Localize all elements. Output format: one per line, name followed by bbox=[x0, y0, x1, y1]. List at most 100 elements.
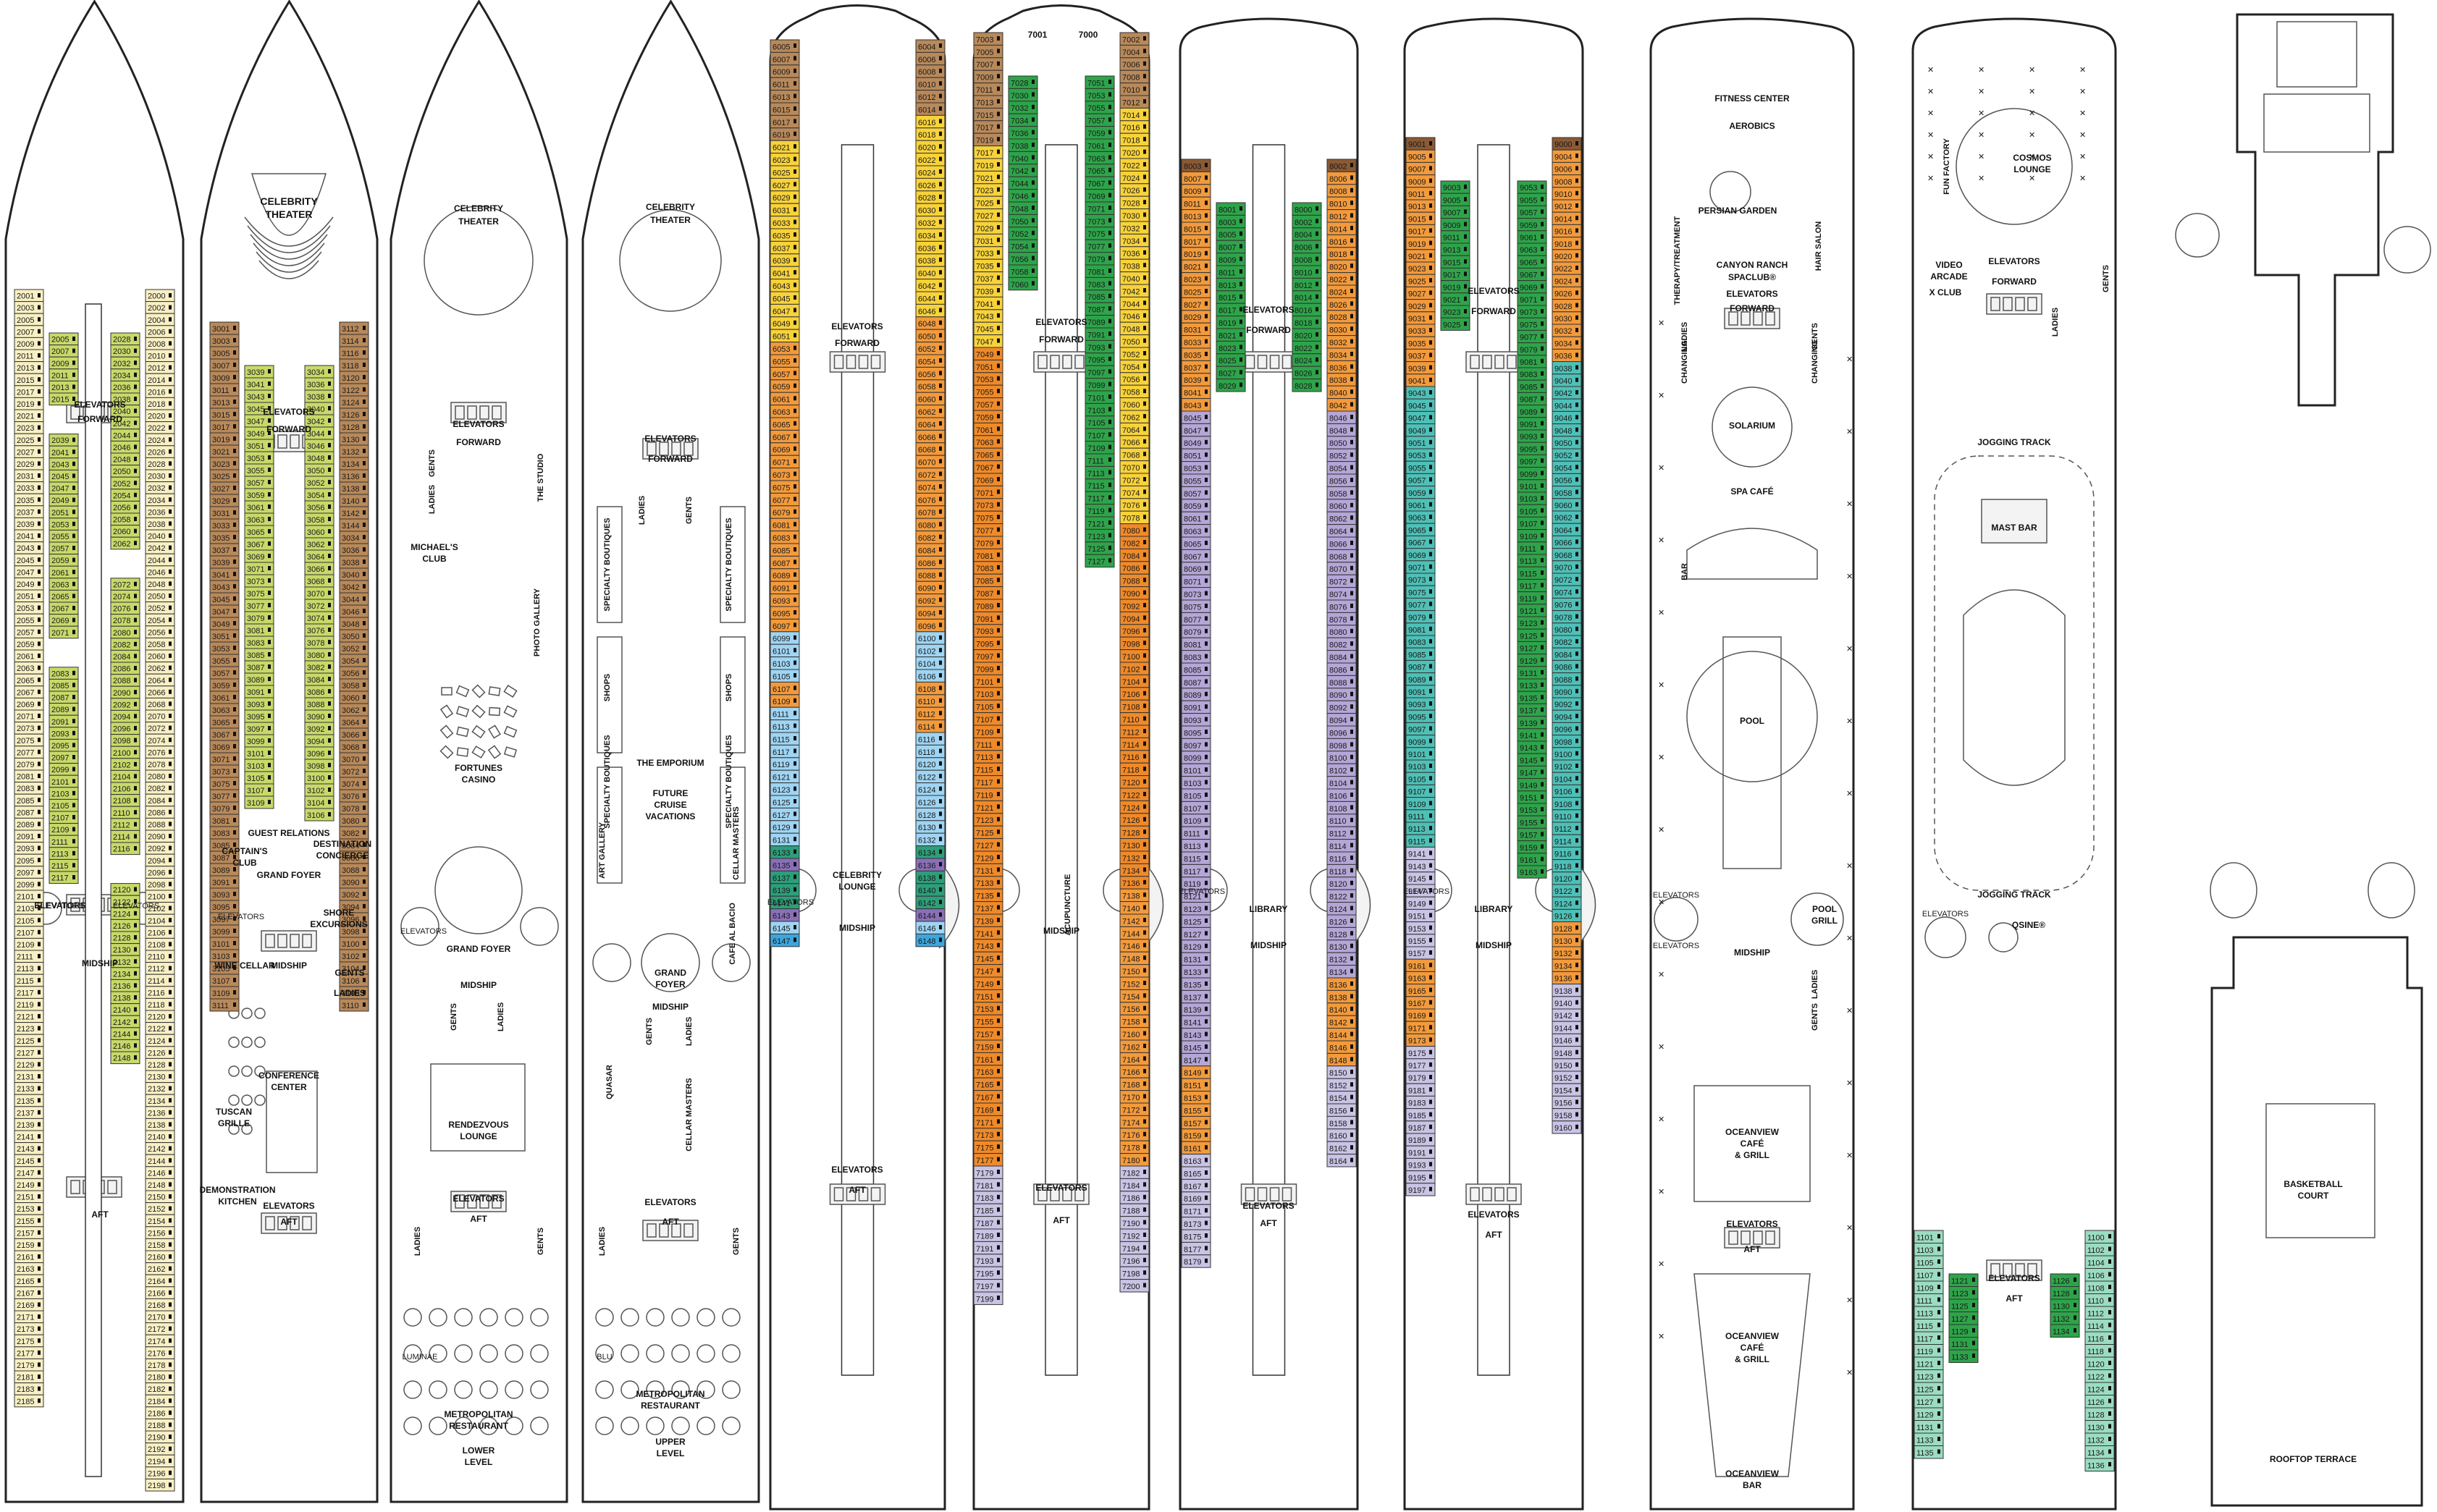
berth-marker bbox=[1350, 263, 1353, 269]
berth-marker bbox=[233, 584, 236, 588]
cabin-number: 3110 bbox=[342, 1002, 359, 1010]
cabin-number: 2041 bbox=[51, 449, 69, 457]
berth-marker bbox=[134, 834, 137, 839]
cabin-number: 9009 bbox=[1443, 221, 1460, 230]
restaurant-table bbox=[454, 1416, 473, 1435]
cabin-number: 6126 bbox=[918, 798, 935, 807]
deck3-label: THEATER bbox=[265, 208, 312, 220]
cabin-number: 2153 bbox=[17, 1205, 34, 1214]
cabin-block: 8045804780498051805380558057805980618063… bbox=[1181, 410, 1211, 1067]
cabin-number: 1130 bbox=[2053, 1303, 2070, 1312]
cabin-number: 6078 bbox=[918, 509, 935, 518]
berth-marker bbox=[794, 723, 796, 728]
cabin-number: 2043 bbox=[17, 544, 34, 553]
berth-marker bbox=[1350, 326, 1353, 331]
berth-marker bbox=[1429, 913, 1432, 918]
restaurant-table bbox=[722, 1380, 741, 1399]
berth-marker bbox=[1316, 256, 1318, 261]
cabin-number: 2104 bbox=[113, 773, 130, 782]
casino-table bbox=[471, 725, 486, 739]
cabin-number: 1112 bbox=[2087, 1310, 2104, 1319]
berth-marker bbox=[1429, 626, 1432, 631]
berth-marker bbox=[1205, 1208, 1208, 1213]
cabin-number: 2061 bbox=[51, 569, 69, 578]
berth-marker bbox=[1350, 994, 1353, 999]
cabin-number: 2041 bbox=[17, 533, 34, 541]
deck5-label: ART GALLERY bbox=[598, 822, 607, 878]
deck5-label: FOYER bbox=[655, 979, 686, 989]
berth-marker bbox=[794, 371, 796, 376]
deck10-label: & GRILL bbox=[1735, 1150, 1769, 1160]
cabin-number: 3068 bbox=[307, 578, 324, 586]
cabin-number: 7192 bbox=[1122, 1232, 1140, 1241]
deck11-label: ELEVATORS bbox=[1922, 910, 1969, 918]
cabin-number: 7027 bbox=[976, 212, 993, 221]
cabin-number: 2084 bbox=[113, 653, 130, 662]
berth-marker bbox=[939, 774, 942, 779]
berth-marker bbox=[1541, 832, 1544, 837]
cabin-number: 9013 bbox=[1408, 203, 1426, 211]
berth-marker bbox=[328, 468, 331, 472]
berth-marker bbox=[169, 641, 172, 646]
deck4-label: LUMINAE bbox=[403, 1353, 438, 1361]
cabin-number: 7042 bbox=[1122, 287, 1140, 296]
cabin bbox=[110, 536, 140, 550]
cabin-number: 8060 bbox=[1329, 502, 1347, 511]
cabin-number: 3064 bbox=[342, 719, 359, 727]
deck11-label: FORWARD bbox=[1992, 276, 2037, 287]
berth-marker bbox=[38, 533, 41, 538]
berth-marker bbox=[1464, 234, 1467, 239]
cabin-number: 9124 bbox=[1554, 900, 1572, 908]
berth-marker bbox=[1429, 925, 1432, 930]
berth-marker bbox=[1541, 782, 1544, 787]
svg-text:✕: ✕ bbox=[1978, 174, 1984, 183]
berth-marker bbox=[794, 396, 796, 401]
cabin-number: 3042 bbox=[342, 583, 359, 592]
cabin-number: 9138 bbox=[1554, 987, 1572, 996]
berth-marker bbox=[363, 523, 366, 527]
berth-marker bbox=[134, 384, 137, 389]
berth-marker bbox=[1143, 1233, 1146, 1237]
table bbox=[241, 1036, 253, 1048]
berth-marker bbox=[1143, 426, 1146, 431]
berth-marker bbox=[1575, 850, 1578, 856]
berth-marker bbox=[169, 738, 172, 743]
berth-marker bbox=[169, 1278, 172, 1283]
cabin-number: 7081 bbox=[976, 552, 993, 561]
cabin-number: 3144 bbox=[342, 522, 359, 531]
svg-text:✕: ✕ bbox=[1927, 174, 1934, 183]
berth-marker bbox=[1575, 788, 1578, 793]
berth-marker bbox=[363, 387, 366, 392]
berth-marker bbox=[134, 641, 137, 646]
berth-marker bbox=[1937, 1348, 1940, 1353]
elevator-block bbox=[1986, 293, 2042, 315]
berth-marker bbox=[1937, 1322, 1940, 1327]
berth-marker bbox=[1464, 221, 1467, 227]
cabin-number: 2190 bbox=[148, 1434, 165, 1443]
cabin-number: 1122 bbox=[2087, 1373, 2105, 1382]
cabin-number: 9120 bbox=[1554, 875, 1572, 884]
cabin-number: 8110 bbox=[1329, 817, 1347, 826]
berth-marker bbox=[268, 381, 271, 386]
berth-marker bbox=[1143, 816, 1146, 822]
cabin-number: 2151 bbox=[17, 1194, 34, 1202]
cabin-number: 7068 bbox=[1122, 452, 1140, 460]
berth-marker bbox=[38, 1110, 41, 1115]
theater-row bbox=[247, 225, 331, 253]
berth-marker bbox=[1972, 1328, 1975, 1332]
cabin-number: 2148 bbox=[148, 1181, 165, 1190]
berth-marker bbox=[794, 282, 796, 287]
berth-marker bbox=[363, 756, 366, 761]
cabin-number: 3059 bbox=[212, 682, 230, 690]
berth-marker bbox=[1429, 1186, 1432, 1191]
deck4-label: GRAND FOYER bbox=[447, 944, 511, 954]
berth-marker bbox=[1575, 515, 1578, 519]
stairwell-round bbox=[1924, 916, 1966, 958]
cabin-number: 2010 bbox=[148, 352, 165, 361]
deck11-label: ARCADE bbox=[1930, 271, 1967, 282]
berth-marker bbox=[1350, 364, 1353, 369]
berth-marker bbox=[794, 358, 796, 363]
cabin-number: 7093 bbox=[1087, 344, 1105, 352]
berth-marker bbox=[38, 617, 41, 622]
